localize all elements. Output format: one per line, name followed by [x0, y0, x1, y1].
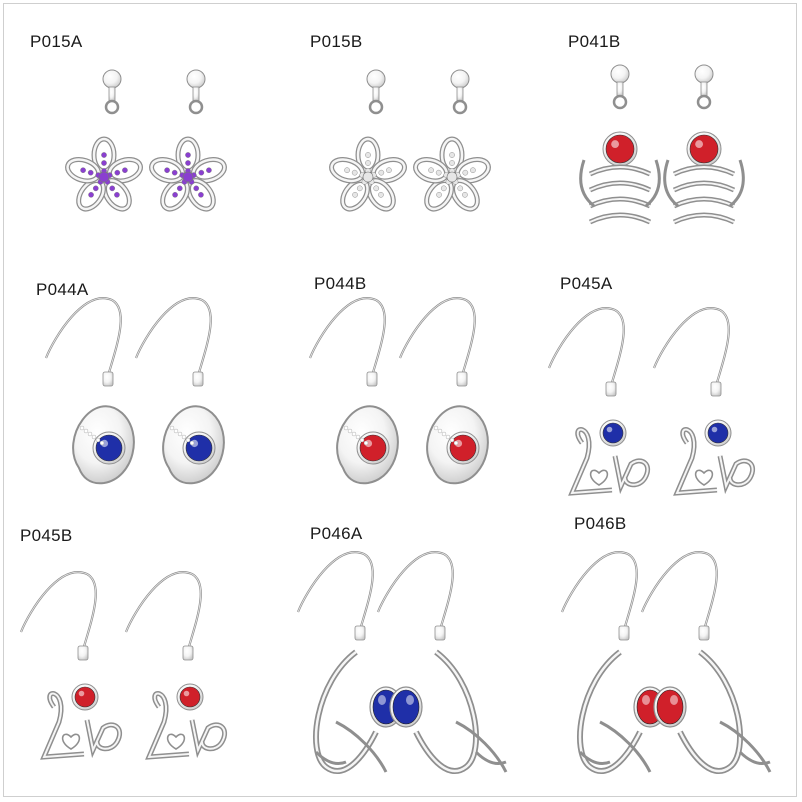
- product-cell-7[interactable]: P045B: [4, 526, 268, 796]
- earring-pair-image: [44, 297, 225, 485]
- earring-pair-image: [547, 307, 756, 496]
- product-cell-2[interactable]: P015B: [268, 4, 532, 268]
- earring-pair-image: [19, 571, 228, 760]
- product-cell-3[interactable]: P041B: [532, 4, 796, 268]
- earring-pair-image: [296, 551, 508, 775]
- product-code-label: P044B: [314, 274, 367, 293]
- earring-pair-image: [329, 69, 491, 212]
- product-code-label: P045A: [560, 274, 613, 293]
- product-code-label: P041B: [568, 32, 621, 51]
- earring-pair-image: [579, 64, 745, 225]
- product-code-label: P015A: [30, 32, 83, 51]
- product-cell-5[interactable]: P044B: [268, 268, 532, 532]
- product-code-label: P046A: [310, 524, 363, 543]
- product-cell-6[interactable]: P045A: [532, 268, 796, 532]
- product-code-label: P046B: [574, 514, 627, 533]
- product-cell-1[interactable]: P015A: [4, 4, 268, 268]
- earring-pair-image: [65, 69, 227, 212]
- earring-pair-image: [308, 297, 489, 485]
- product-code-label: P044A: [36, 280, 89, 299]
- product-code-label: P045B: [20, 526, 73, 545]
- product-cell-9[interactable]: P046B: [532, 514, 796, 796]
- product-cell-4[interactable]: P044A: [4, 268, 268, 532]
- product-code-label: P015B: [310, 32, 363, 51]
- catalog-frame: P015A P015B P041B P044A P044B P045A P045…: [3, 3, 797, 797]
- product-cell-8[interactable]: P046A: [268, 524, 532, 796]
- earring-pair-image: [560, 551, 772, 775]
